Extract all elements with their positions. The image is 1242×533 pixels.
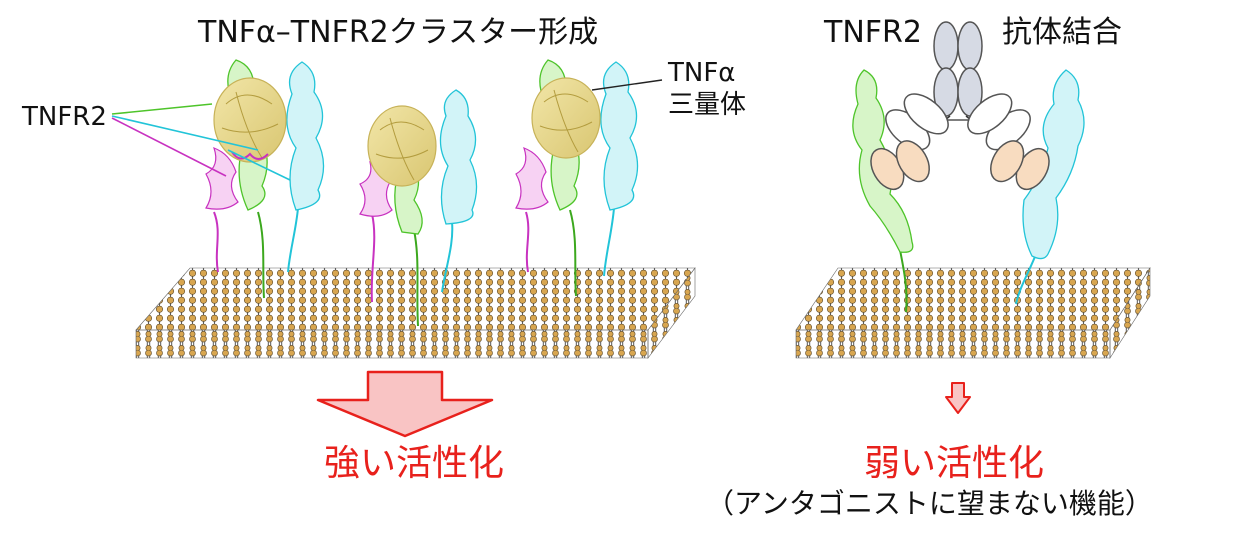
tnfa-pointer-line bbox=[591, 79, 663, 91]
receptor-complex-1 bbox=[205, 59, 325, 299]
left-title: TNFα–TNFR2クラスター形成 bbox=[198, 15, 599, 50]
right-tnfr2-label: TNFR2 bbox=[824, 15, 922, 50]
strong-activation-text: 強い活性化 bbox=[324, 443, 505, 484]
tnfa-label: TNFα bbox=[668, 58, 736, 88]
weak-activation-text: 弱い活性化 bbox=[864, 443, 1045, 484]
left-membrane bbox=[135, 267, 696, 359]
trimer-label: 三量体 bbox=[668, 90, 747, 120]
right-membrane bbox=[795, 266, 1151, 360]
antibody-binding-label: 抗体結合 bbox=[1002, 15, 1122, 50]
tnfr2-pointer-lines bbox=[111, 103, 291, 181]
antibody bbox=[870, 21, 1050, 191]
receptor-complex-3 bbox=[515, 59, 639, 297]
antagonist-note: （アンタゴニストに望まない機能） bbox=[706, 487, 1153, 520]
strong-activation-arrow bbox=[316, 370, 494, 438]
receptor-complex-2 bbox=[359, 89, 478, 327]
left-tnfr2-label: TNFR2 bbox=[22, 102, 107, 132]
weak-activation-arrow bbox=[945, 382, 971, 414]
